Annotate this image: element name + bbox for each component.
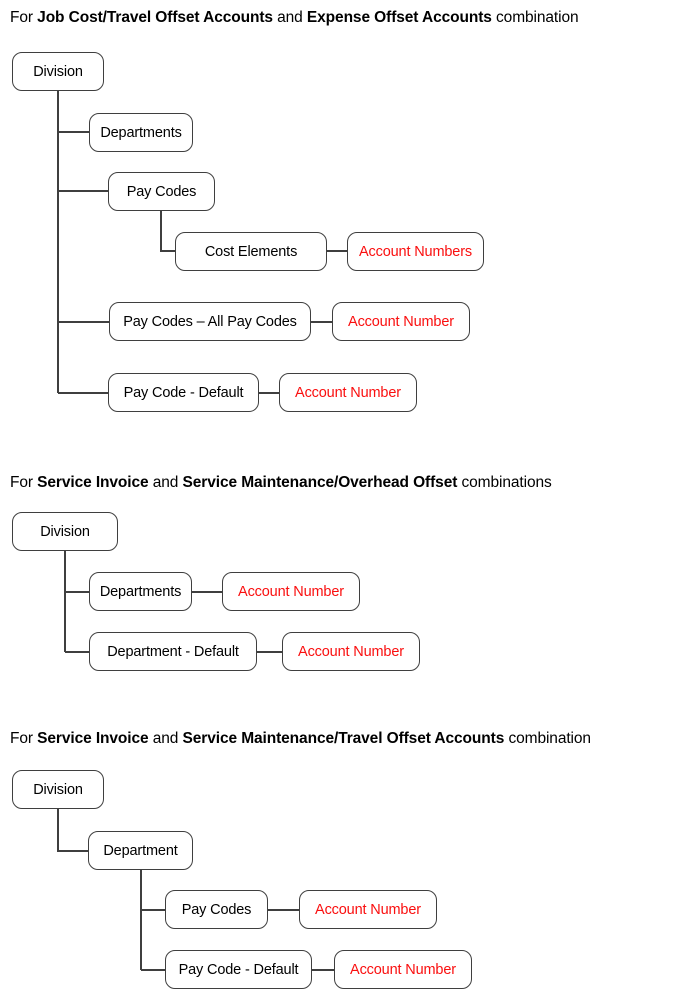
section-2-heading-bold-1: Service Invoice bbox=[37, 474, 149, 491]
node-cost-elements[interactable]: Cost Elements bbox=[175, 232, 327, 271]
section-2-heading-suffix: combinations bbox=[457, 474, 552, 491]
node-pay-codes-3[interactable]: Pay Codes bbox=[165, 890, 268, 929]
section-1-heading-middle: and bbox=[272, 9, 307, 26]
section-3-heading-prefix: For bbox=[10, 730, 38, 747]
section-3-heading-middle: and bbox=[148, 730, 183, 747]
node-account-numbers[interactable]: Account Numbers bbox=[347, 232, 484, 271]
section-3-heading-suffix: combination bbox=[504, 730, 591, 747]
s3-branch-department bbox=[57, 809, 88, 852]
section-2-heading: For Service Invoice and Service Maintena… bbox=[10, 473, 552, 493]
node-department-3[interactable]: Department bbox=[88, 831, 193, 870]
node-pay-codes-all-pay-codes[interactable]: Pay Codes – All Pay Codes bbox=[109, 302, 311, 341]
node-account-number-1-1[interactable]: Account Number bbox=[332, 302, 470, 341]
node-pay-code-default-1[interactable]: Pay Code - Default bbox=[108, 373, 259, 412]
node-division-2[interactable]: Division bbox=[12, 512, 118, 551]
node-departments-1[interactable]: Departments bbox=[89, 113, 193, 152]
section-2-heading-prefix: For bbox=[10, 474, 38, 491]
node-department-default[interactable]: Department - Default bbox=[89, 632, 257, 671]
node-pay-code-default-3[interactable]: Pay Code - Default bbox=[165, 950, 312, 989]
node-division-3[interactable]: Division bbox=[12, 770, 104, 809]
section-1-heading-bold-2: Expense Offset Accounts bbox=[306, 9, 492, 26]
section-1-heading-suffix: combination bbox=[491, 9, 579, 26]
node-division-1[interactable]: Division bbox=[12, 52, 104, 91]
node-account-number-1-2[interactable]: Account Number bbox=[279, 373, 417, 412]
node-departments-2[interactable]: Departments bbox=[89, 572, 192, 611]
node-pay-codes-1[interactable]: Pay Codes bbox=[108, 172, 215, 211]
section-2-heading-middle: and bbox=[148, 474, 183, 491]
node-account-number-3-2[interactable]: Account Number bbox=[334, 950, 472, 989]
node-account-number-2-2[interactable]: Account Number bbox=[282, 632, 420, 671]
section-1-heading: For Job Cost/Travel Offset Accounts and … bbox=[10, 8, 579, 28]
node-account-number-2-1[interactable]: Account Number bbox=[222, 572, 360, 611]
section-1-heading-bold-1: Job Cost/Travel Offset Accounts bbox=[37, 9, 273, 26]
section-3-heading-bold-1: Service Invoice bbox=[37, 730, 149, 747]
section-1-heading-prefix: For bbox=[10, 9, 38, 26]
node-account-number-3-1[interactable]: Account Number bbox=[299, 890, 437, 929]
section-3-heading: For Service Invoice and Service Maintena… bbox=[10, 729, 591, 749]
s1-branch-cost-elements bbox=[160, 211, 175, 252]
section-2-heading-bold-2: Service Maintenance/Overhead Offset bbox=[182, 474, 458, 491]
section-3-heading-bold-2: Service Maintenance/Travel Offset Accoun… bbox=[182, 730, 505, 747]
